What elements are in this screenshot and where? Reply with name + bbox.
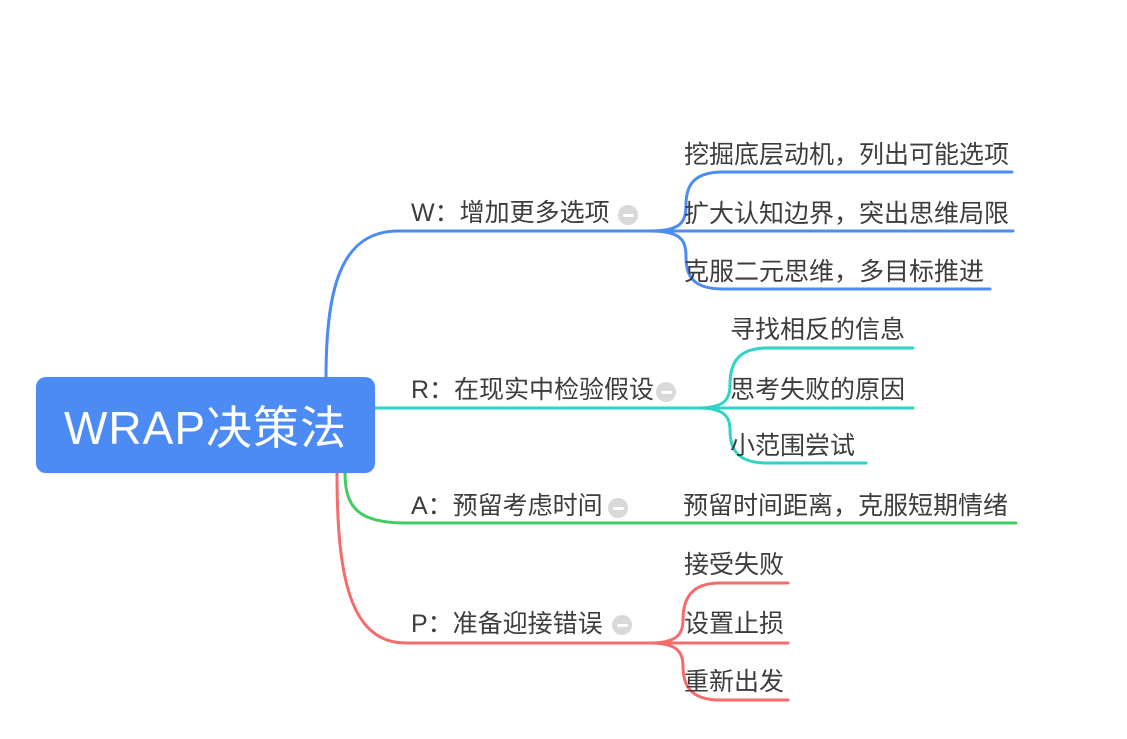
branch-w-trunk-line <box>324 229 652 380</box>
subtopic-p-1[interactable]: 接受失败 <box>684 551 785 579</box>
subtopic-w-1[interactable]: 挖掘底层动机，列出可能选项 <box>684 141 1010 169</box>
branch-r-child-3-line <box>696 406 868 465</box>
subtopic-r-1[interactable]: 寻找相反的信息 <box>730 316 906 344</box>
root-topic-node[interactable]: WRAP决策法 <box>36 377 375 473</box>
branch-topic-r[interactable]: R：在现实中检验假设 <box>411 376 655 404</box>
subtopic-w-2[interactable]: 扩大认知边界，突出思维局限 <box>684 200 1010 228</box>
branch-w-child-3-line <box>648 229 992 291</box>
minus-glyph <box>622 213 634 217</box>
branch-topic-w[interactable]: W：增加更多选项 <box>411 199 610 227</box>
subtopic-p-2[interactable]: 设置止损 <box>684 610 785 638</box>
collapse-minus-icon-p[interactable] <box>612 615 632 635</box>
subtopic-r-3[interactable]: 小范围尝试 <box>730 432 856 460</box>
collapse-minus-icon-a[interactable] <box>608 498 628 518</box>
collapse-minus-icon-r[interactable] <box>656 382 676 402</box>
branch-topic-a[interactable]: A：预留考虑时间 <box>411 492 603 520</box>
minus-glyph <box>612 506 624 510</box>
branch-r-child-1-line <box>696 346 915 410</box>
minus-glyph <box>616 623 628 627</box>
collapse-minus-icon-w[interactable] <box>618 205 638 225</box>
subtopic-a-1[interactable]: 预留时间距离，克服短期情绪 <box>683 492 1009 520</box>
subtopic-p-3[interactable]: 重新出发 <box>684 668 785 696</box>
branch-p-trunk-line <box>335 471 652 645</box>
root-topic-label: WRAP决策法 <box>64 402 347 454</box>
branch-a-trunk-line <box>343 471 1018 525</box>
branch-p-child-1-line <box>648 581 790 645</box>
subtopic-w-3[interactable]: 克服二元思维，多目标推进 <box>684 258 985 286</box>
branch-p-child-3-line <box>648 641 790 702</box>
branch-w-child-1-line <box>648 170 1014 233</box>
branch-topic-p[interactable]: P：准备迎接错误 <box>411 610 603 638</box>
minus-glyph <box>660 390 672 394</box>
subtopic-r-2[interactable]: 思考失败的原因 <box>730 376 906 404</box>
